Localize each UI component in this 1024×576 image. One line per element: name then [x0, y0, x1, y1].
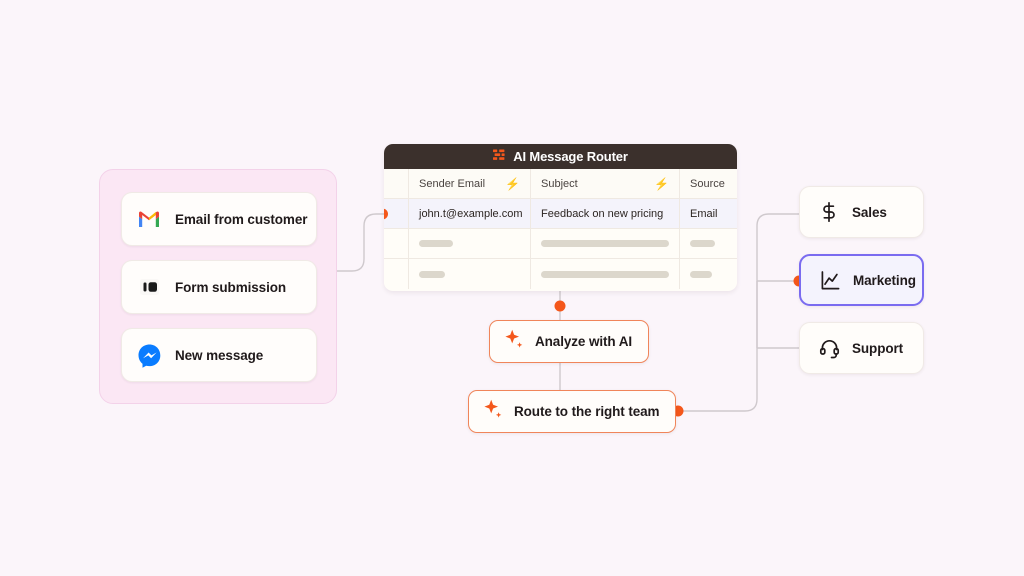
destination-label: Marketing: [853, 272, 916, 288]
header-label: Source: [690, 177, 725, 190]
connector-dot-analyze: [554, 300, 566, 312]
headset-icon: [818, 337, 840, 359]
placeholder-bar: [690, 240, 715, 247]
destination-label: Support: [852, 340, 904, 356]
cell-sender[interactable]: [409, 259, 531, 289]
ai-message-router-table: AI Message Router Sender Email ⚡ Subject…: [384, 144, 737, 291]
ai-sparkle-icon: [503, 328, 525, 355]
cell-source[interactable]: [680, 259, 737, 289]
header-label: Sender Email: [419, 177, 486, 190]
table-header-row: Sender Email ⚡ Subject ⚡ Source: [384, 169, 737, 199]
cell-sender[interactable]: john.t@example.com: [409, 199, 531, 228]
trigger-card-message[interactable]: New message: [121, 328, 317, 382]
typeform-icon: [136, 274, 162, 300]
ai-action-label: Route to the right team: [514, 404, 660, 419]
ai-sparkle-icon: [482, 398, 504, 425]
cell-subject[interactable]: [531, 229, 680, 258]
destination-label: Sales: [852, 204, 887, 220]
ai-action-label: Analyze with AI: [535, 334, 633, 349]
header-cell-sender[interactable]: Sender Email ⚡: [409, 169, 531, 198]
chart-line-icon: [819, 269, 841, 291]
table-titlebar: AI Message Router: [384, 144, 737, 169]
gmail-icon: [136, 206, 162, 232]
table-title: AI Message Router: [513, 149, 628, 164]
trigger-label: New message: [175, 347, 264, 363]
row-connector-dot: [384, 208, 388, 219]
dollar-icon: [818, 201, 840, 223]
ai-bolt-icon: ⚡: [505, 176, 520, 191]
placeholder-bar: [419, 270, 445, 278]
table-row[interactable]: [384, 259, 737, 289]
trigger-label: Email from customer: [175, 211, 308, 227]
messenger-icon: [136, 342, 162, 368]
trigger-panel: Email from customer Form submission New …: [99, 169, 337, 404]
table-body: Sender Email ⚡ Subject ⚡ Source john.t@e…: [384, 169, 737, 289]
placeholder-bar: [541, 240, 669, 247]
trigger-card-email[interactable]: Email from customer: [121, 192, 317, 246]
destination-card-sales[interactable]: Sales: [799, 186, 924, 238]
trigger-label: Form submission: [175, 279, 287, 295]
cell-sender[interactable]: [409, 229, 531, 258]
cell-value: Feedback on new pricing: [541, 207, 664, 220]
cell-source[interactable]: Email: [680, 199, 737, 228]
zapier-tables-icon: [493, 148, 506, 166]
placeholder-bar: [419, 240, 453, 247]
placeholder-bar: [541, 270, 669, 278]
cell-subject[interactable]: Feedback on new pricing: [531, 199, 680, 228]
row-gutter: [384, 259, 409, 289]
ai-action-route[interactable]: Route to the right team: [468, 390, 677, 433]
header-cell-source[interactable]: Source: [680, 169, 737, 198]
cell-subject[interactable]: [531, 259, 680, 289]
ai-action-analyze[interactable]: Analyze with AI: [489, 320, 650, 363]
placeholder-bar: [690, 270, 712, 278]
cell-value: Email: [690, 207, 718, 220]
trigger-card-form[interactable]: Form submission: [121, 260, 317, 314]
header-cell-subject[interactable]: Subject ⚡: [531, 169, 680, 198]
table-row[interactable]: john.t@example.com Feedback on new prici…: [384, 199, 737, 229]
header-label: Subject: [541, 177, 578, 190]
table-row[interactable]: [384, 229, 737, 259]
destination-card-support[interactable]: Support: [799, 322, 924, 374]
cell-value: john.t@example.com: [419, 207, 523, 220]
row-gutter: [384, 199, 409, 228]
row-gutter: [384, 229, 409, 258]
cell-source[interactable]: [680, 229, 737, 258]
destination-card-marketing[interactable]: Marketing: [799, 254, 924, 306]
header-cell-gutter: [384, 169, 409, 198]
ai-bolt-icon: ⚡: [654, 176, 669, 191]
